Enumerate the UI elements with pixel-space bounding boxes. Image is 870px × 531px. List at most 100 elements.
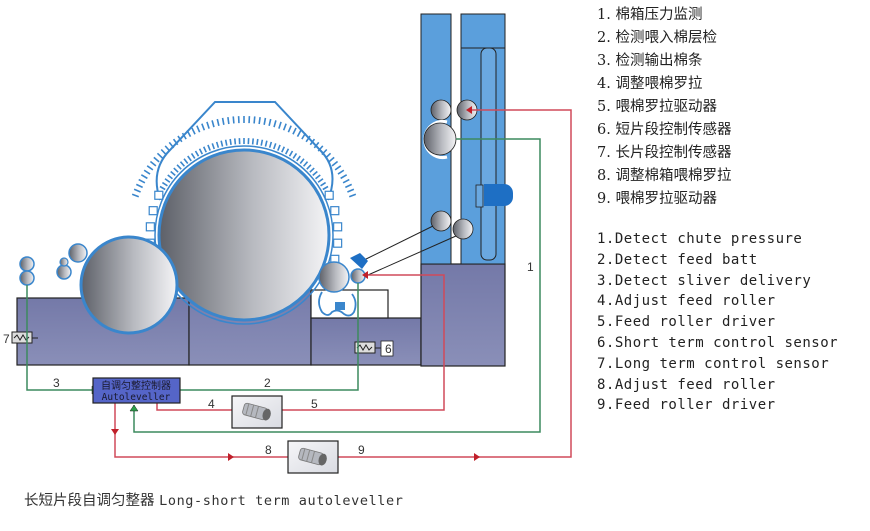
flat-tooth — [312, 170, 318, 177]
flat-tooth — [149, 160, 157, 167]
caption-cn: 长短片段自调匀整器 — [24, 493, 155, 509]
flat-tooth — [196, 125, 201, 133]
calender-roller-top — [19, 256, 35, 272]
flat-tooth — [315, 174, 321, 180]
card-segment — [333, 238, 343, 248]
pressure-sensor — [484, 184, 513, 206]
legend-item: 4. 调整喂棉罗拉 — [597, 76, 703, 92]
flat-tooth — [194, 150, 200, 157]
flat-tooth — [268, 141, 273, 148]
flat-tooth — [211, 120, 215, 128]
legend-item: 6.Short term control sensor — [597, 334, 839, 351]
legend-item: 2.Detect feed batt — [597, 251, 758, 268]
flat-tooth — [201, 123, 206, 131]
base-chute — [420, 263, 506, 367]
feed-table — [310, 289, 389, 319]
signal-line-4 — [156, 403, 232, 411]
flat-tooth — [328, 156, 335, 163]
flat-tooth — [211, 143, 215, 150]
flat-tooth — [135, 183, 143, 189]
flat-tooth — [170, 170, 176, 177]
flat-tooth — [281, 146, 286, 153]
card-segment — [148, 206, 158, 216]
feed-plate — [350, 253, 368, 269]
flat-tooth — [215, 141, 220, 148]
flat-tooth — [278, 121, 282, 129]
chute-delivery-roller-1 — [430, 210, 452, 232]
flat-tooth — [153, 156, 160, 163]
flat-tooth — [161, 181, 168, 187]
card-segment — [324, 190, 334, 200]
calender-roller-bottom — [19, 270, 35, 286]
flat-tooth — [273, 120, 277, 128]
motor-icon — [242, 402, 271, 421]
flat-tooth — [227, 116, 230, 125]
flat-tooth — [302, 161, 309, 167]
signal-line-3 — [26, 285, 92, 391]
flat-tooth — [176, 164, 182, 170]
main-cylinder — [157, 148, 331, 322]
flat-tooth — [305, 135, 311, 143]
flat-tooth — [263, 117, 267, 125]
flat-tooth — [345, 183, 353, 189]
flat-tooth — [320, 181, 327, 187]
chute — [359, 13, 513, 276]
line-label-2: 2 — [264, 376, 271, 390]
flat-tooth — [342, 178, 350, 184]
line-label-3: 3 — [53, 376, 60, 390]
legend-item: 5. 喂棉罗拉驱动器 — [597, 99, 717, 115]
card-segment — [154, 190, 164, 200]
flat-tooth — [331, 160, 339, 167]
flat-tooth — [156, 152, 164, 159]
legend-item: 7.Long term control sensor — [597, 355, 830, 372]
line-label-5: 5 — [311, 397, 318, 411]
flat-tooth — [173, 167, 179, 173]
flat-tooth — [273, 143, 277, 150]
flat-tooth — [322, 185, 329, 191]
motor-icon — [298, 447, 327, 466]
legend-item: 1.Detect chute pressure — [597, 231, 803, 247]
flat-tooth — [260, 139, 264, 146]
flat-tooth — [264, 140, 268, 147]
green-signal-lines — [26, 138, 541, 433]
signal-line-1 — [133, 138, 541, 433]
card-segment — [330, 206, 340, 216]
flat-tooth — [133, 188, 141, 193]
flat-tooth — [253, 116, 256, 124]
flat-tooth — [317, 178, 324, 183]
legend-chinese: 1. 棉箱压力监测 2. 检测喂入棉层检 3. 检测输出棉条 4. 调整喂棉罗拉… — [597, 4, 731, 211]
legend-item: 3.Detect sliver delivery — [597, 272, 812, 289]
legend-item: 4.Adjust feed roller — [597, 293, 776, 310]
flat-tooth — [348, 193, 357, 198]
flat-tooth — [183, 158, 189, 164]
flat-tooth — [206, 121, 210, 129]
flat-tooth — [216, 118, 220, 127]
flat-tooth — [159, 185, 166, 191]
flat-tooth — [268, 118, 272, 127]
flat-tooth — [256, 138, 259, 146]
feed-roller-driver-box — [231, 395, 283, 429]
legend-english: 1.Detect chute pressure 2.Detect feed ba… — [597, 229, 838, 416]
flat-tooth — [251, 138, 255, 145]
stripper-roller — [56, 264, 72, 280]
figure-caption: 长短片段自调匀整器 Long-short term autoleveller — [24, 489, 403, 510]
licker-in — [318, 261, 350, 293]
flat-tooth — [143, 169, 151, 175]
line-label-9: 9 — [358, 443, 365, 457]
legend-item: 6. 短片段控制传感器 — [597, 122, 732, 138]
flat-tooth — [282, 123, 287, 131]
flat-tooth — [292, 152, 298, 159]
flat-tooth — [179, 161, 186, 167]
flat-tooth — [221, 117, 225, 125]
flat-tooth — [288, 150, 294, 157]
flat-tooth — [337, 169, 345, 175]
flat-tooth — [340, 174, 348, 180]
chute-delivery-roller-2 — [452, 218, 474, 240]
flat-tooth — [258, 116, 261, 125]
flat-tooth — [131, 193, 140, 198]
flat-tooth — [167, 174, 173, 180]
flat-tooth — [160, 148, 167, 156]
line-label-4: 4 — [208, 397, 215, 411]
autoleveller-controller: 自调匀整控制器 Autoleveller — [92, 377, 181, 404]
